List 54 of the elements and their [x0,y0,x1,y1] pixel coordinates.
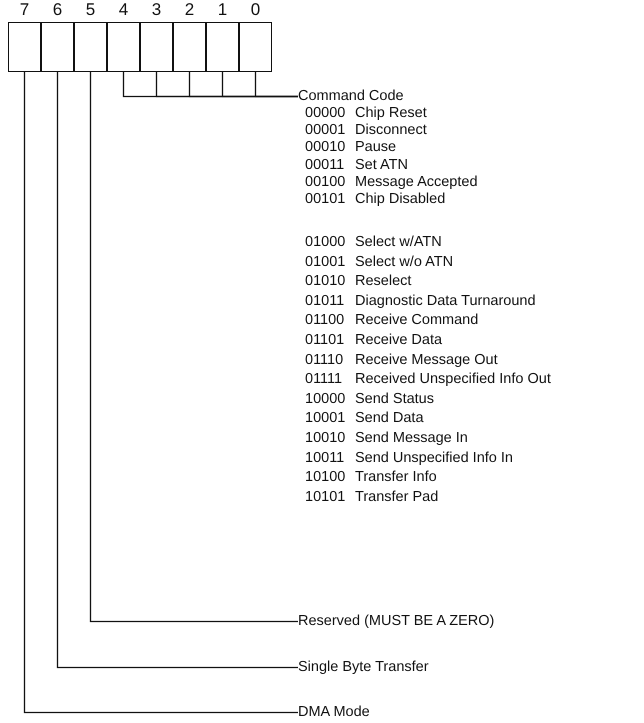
command-code-value: 00010 [305,139,346,156]
command-name: Set ATN [355,156,408,174]
command-code-value: 00101 [305,191,346,208]
command-code-value: 01111 [305,371,342,388]
command-code-value: 10000 [305,390,346,408]
command-code-value: 10100 [305,469,346,486]
command-code-value: 10101 [305,488,346,506]
command-code-value: 00011 [305,156,344,174]
command-name: Transfer Info [355,469,437,486]
command-name: Chip Disabled [355,191,446,208]
command-name: Select w/o ATN [355,254,454,271]
command-code-value: 01000 [305,234,346,251]
command-name: Transfer Pad [355,488,438,506]
leader-line [56,72,298,668]
command-name: Send Status [355,390,434,408]
bit-number: 0 [250,0,262,20]
command-code-value: 01001 [305,254,346,271]
leader-line [90,72,298,622]
command-code-value: 01011 [305,292,344,310]
command-code-value: 00000 [305,105,346,122]
command-name: Chip Reset [355,105,427,122]
command-code-value: 01010 [305,273,346,290]
command-code-value: 01110 [305,352,344,369]
command-code-value: 10011 [305,450,344,467]
bit-number: 7 [18,0,30,20]
bit-number: 1 [216,0,228,20]
bit-number: 4 [118,0,130,20]
leader-line [254,72,298,98]
command-name: Receive Data [355,332,442,349]
bit-number: 2 [184,0,196,20]
command-code-value: 10010 [305,430,346,447]
command-code-value: 01101 [305,332,344,349]
command-code-value: 00001 [305,122,346,140]
command-name: Send Message In [355,430,468,447]
command-code-value: 01100 [305,312,344,330]
command-name: Receive Command [355,312,478,330]
bit-number: 5 [84,0,96,20]
command-name: Pause [355,139,396,156]
field-label: Single Byte Transfer [298,659,429,676]
command-name: Receive Message Out [355,352,498,369]
command-name: Select w/ATN [355,234,442,251]
command-name: Received Unspecified Info Out [355,371,551,388]
command-name: Send Unspecified Info In [355,450,513,467]
command-name: Diagnostic Data Turnaround [355,292,536,310]
command-code-value: 00100 [305,174,346,191]
bit-number: 6 [52,0,64,20]
command-name: Disconnect [355,122,427,140]
leader-line [24,72,298,714]
field-label: Reserved (MUST BE A ZERO) [298,613,494,630]
command-name: Reselect [355,273,412,290]
bit-number: 3 [150,0,162,20]
command-name: Message Accepted [355,174,478,191]
command-code-value: 10001 [305,410,346,428]
command-name: Send Data [355,410,424,428]
